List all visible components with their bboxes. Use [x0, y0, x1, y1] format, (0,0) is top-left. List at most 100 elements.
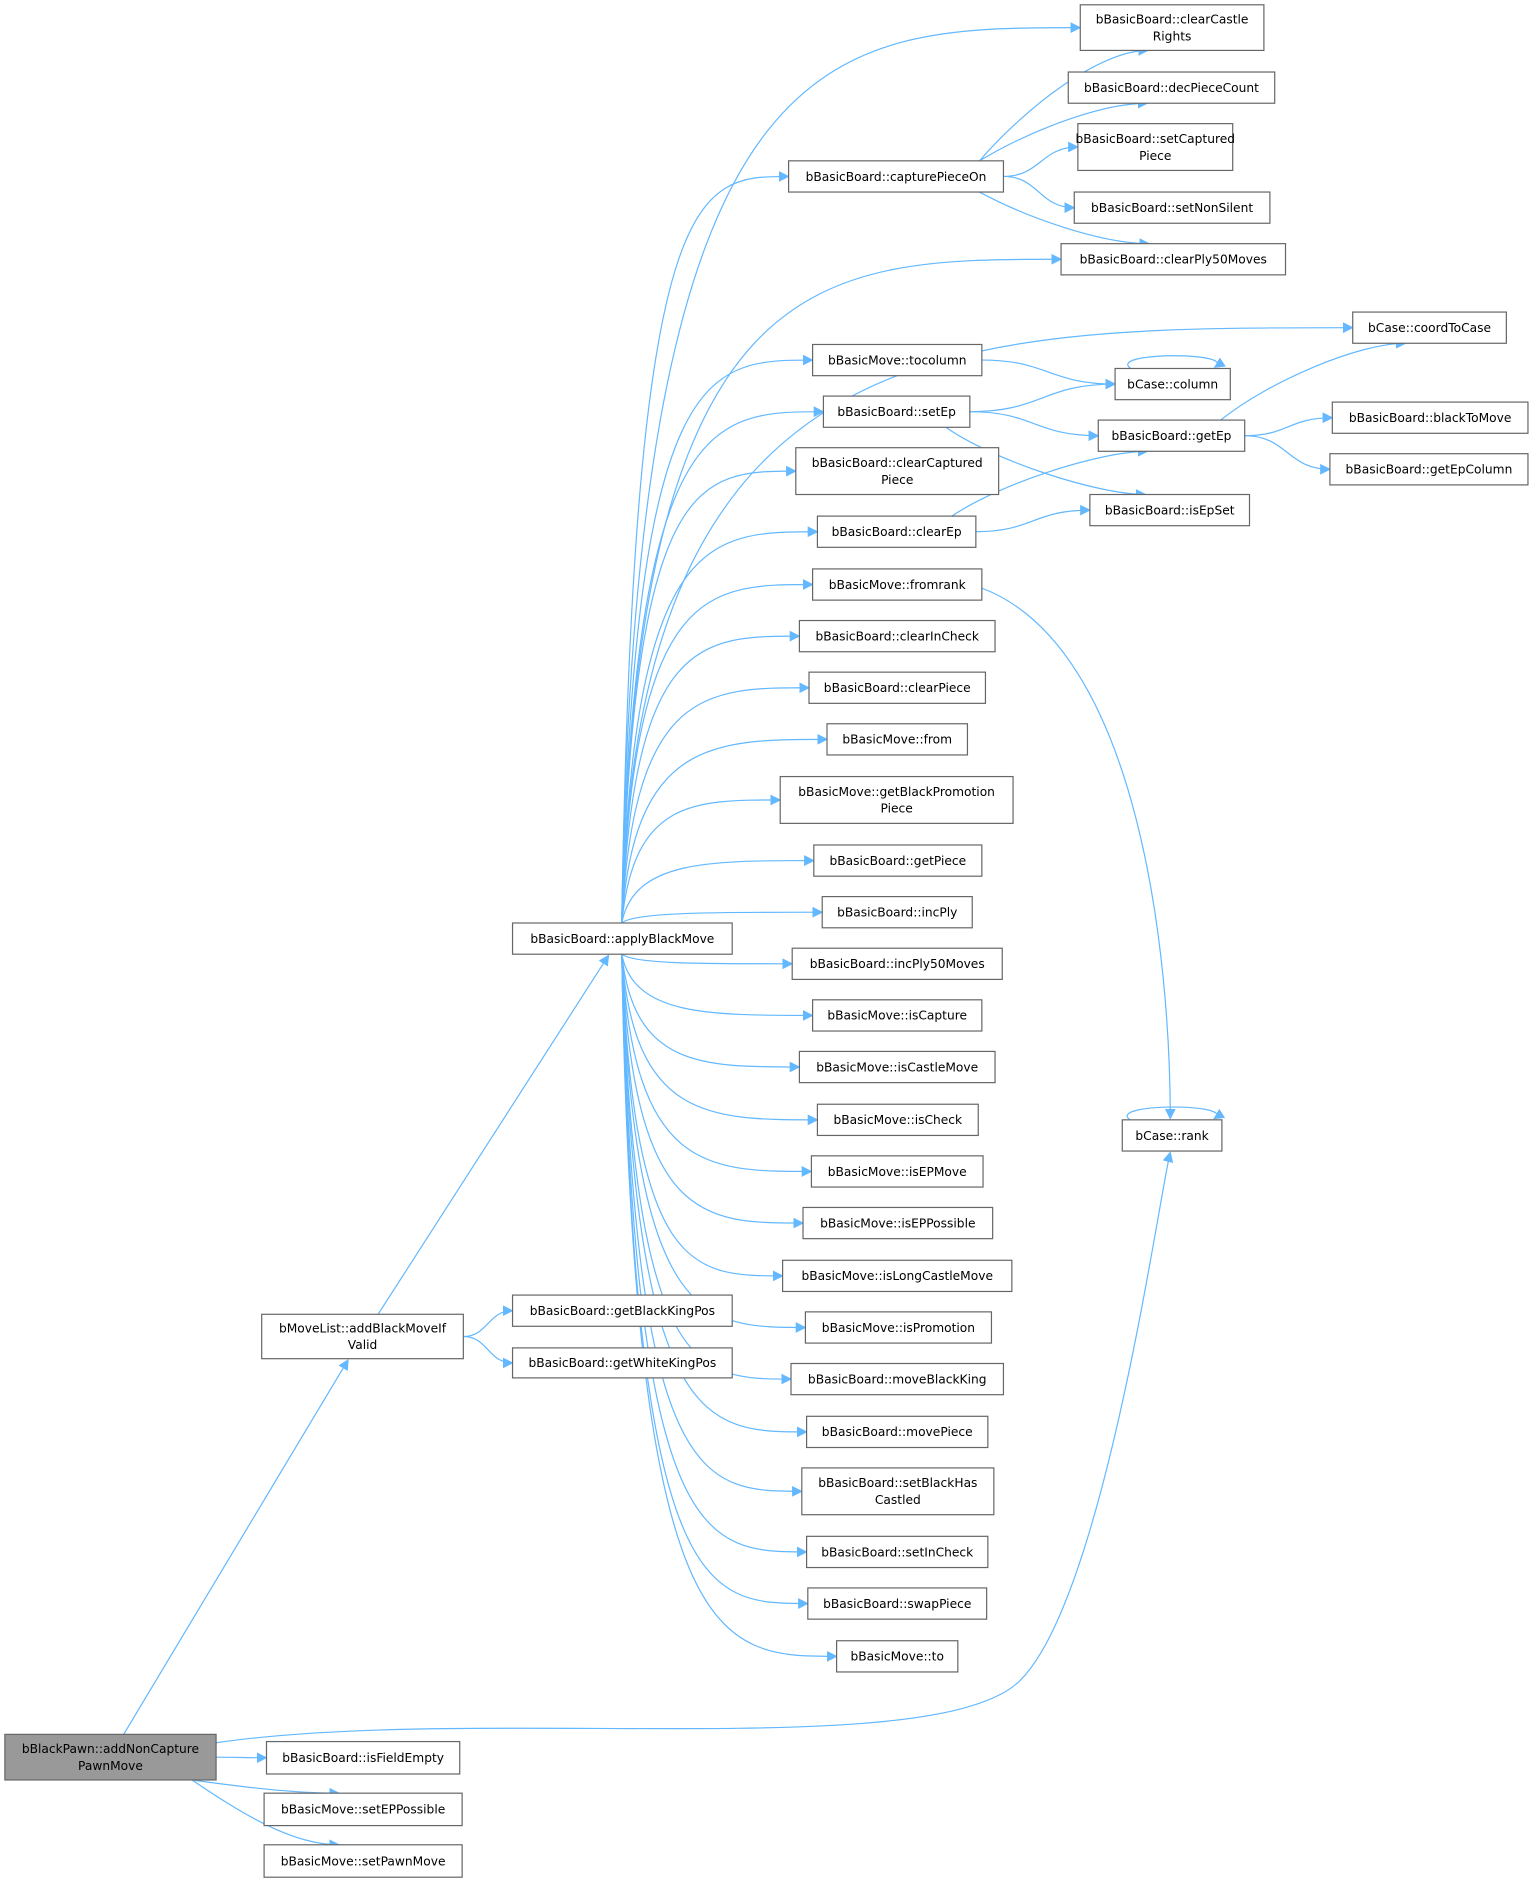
node-tocolumn[interactable]: bBasicMove::tocolumn: [812, 343, 983, 377]
node-label: bBasicBoard::setInCheck: [821, 1545, 974, 1559]
node-get-ep[interactable]: bBasicBoard::getEp: [1097, 419, 1246, 452]
node-label: bBasicBoard::incPly50Moves: [810, 957, 985, 971]
node-set-eppossible[interactable]: bBasicMove::setEPPossible: [263, 1792, 463, 1827]
node-box: [4, 1733, 217, 1781]
edge-apply-black-move-to-tocolumn: [621, 354, 814, 924]
node-box: [790, 1362, 1005, 1396]
node-is-long-castle-move[interactable]: bBasicMove::isLongCastleMove: [782, 1259, 1013, 1293]
node-box: [821, 895, 973, 929]
edge-clear-ep-to-get-ep: [951, 445, 1149, 517]
node-is-promotion[interactable]: bBasicMove::isPromotion: [804, 1311, 993, 1344]
node-get-piece[interactable]: bBasicBoard::getPiece: [813, 844, 983, 877]
node-box: [511, 1294, 733, 1327]
node-apply-black-move[interactable]: bBasicBoard::applyBlackMove: [511, 922, 733, 955]
edge-set-ep-to-get-ep: [969, 411, 1100, 442]
edge-apply-black-move-to-from: [621, 733, 829, 924]
node-is-ep-set[interactable]: bBasicBoard::isEpSet: [1089, 493, 1251, 527]
edge-root-to-rank: [215, 1151, 1174, 1744]
node-capture-piece-on[interactable]: bBasicBoard::capturePieceOn: [788, 160, 1005, 193]
node-label: bBasicMove::to: [850, 1650, 943, 1664]
node-rank[interactable]: bCase::rank: [1121, 1119, 1223, 1152]
edge-root-to-set-eppossible: [191, 1779, 341, 1799]
node-label: bBasicBoard::clearCaptured: [812, 456, 983, 470]
node-label: bBasicMove::setEPPossible: [281, 1803, 445, 1817]
node-to[interactable]: bBasicMove::to: [836, 1640, 959, 1673]
node-box: [511, 1347, 733, 1379]
node-from[interactable]: bBasicMove::from: [826, 723, 969, 756]
node-is-capture[interactable]: bBasicMove::isCapture: [812, 999, 983, 1032]
node-black-to-move[interactable]: bBasicBoard::blackToMove: [1331, 401, 1529, 434]
edge-get-ep-to-get-ep-column: [1244, 435, 1331, 475]
node-box: [1331, 401, 1529, 434]
node-box: [826, 723, 969, 756]
node-clear-ep[interactable]: bBasicBoard::clearEp: [816, 515, 977, 548]
node-is-eppossible[interactable]: bBasicMove::isEPPossible: [802, 1206, 994, 1240]
node-get-white-king-pos[interactable]: bBasicBoard::getWhiteKingPos: [511, 1347, 733, 1379]
node-box: [261, 1313, 464, 1360]
edge-capture-piece-on-to-dec-piece-count: [979, 97, 1149, 162]
node-box: [263, 1792, 463, 1827]
node-fromrank[interactable]: bBasicMove::fromrank: [812, 568, 983, 601]
node-set-non-silent[interactable]: bBasicBoard::setNonSilent: [1073, 191, 1271, 224]
edge-root-to-add-black-move-if-valid: [123, 1358, 349, 1735]
node-label: bBasicMove::tocolumn: [828, 353, 967, 367]
node-label: Piece: [881, 473, 913, 487]
node-get-black-king-pos[interactable]: bBasicBoard::getBlackKingPos: [511, 1294, 733, 1327]
node-box: [1329, 453, 1529, 486]
node-is-castle-move[interactable]: bBasicMove::isCastleMove: [798, 1050, 996, 1084]
node-label: bBasicBoard::swapPiece: [823, 1597, 971, 1611]
node-box: [782, 1259, 1013, 1293]
node-label: bBasicMove::isEPPossible: [820, 1216, 975, 1230]
edge-apply-black-move-to-is-epmove: [621, 954, 813, 1177]
node-coord-to-case[interactable]: bCase::coordToCase: [1352, 311, 1507, 344]
edge-apply-black-move-to-is-castle-move: [621, 954, 801, 1073]
edge-apply-black-move-to-set-in-check: [621, 954, 808, 1558]
node-label: bBasicBoard::setEp: [837, 405, 956, 419]
node-move-black-king[interactable]: bBasicBoard::moveBlackKing: [790, 1362, 1005, 1396]
node-set-ep[interactable]: bBasicBoard::setEp: [822, 395, 971, 428]
node-label: bBasicMove::fromrank: [829, 578, 967, 592]
node-box: [1060, 243, 1287, 276]
node-label: bBasicMove::isCheck: [834, 1113, 964, 1127]
node-get-ep-column[interactable]: bBasicBoard::getEpColumn: [1329, 453, 1529, 486]
node-label: Rights: [1153, 29, 1192, 43]
node-box: [263, 1844, 463, 1878]
node-move-piece[interactable]: bBasicBoard::movePiece: [806, 1415, 989, 1449]
node-label: bBasicBoard::setNonSilent: [1091, 201, 1253, 215]
node-box: [807, 1587, 988, 1620]
node-set-in-check[interactable]: bBasicBoard::setInCheck: [806, 1535, 989, 1569]
node-box: [816, 1103, 979, 1137]
edge-capture-piece-on-to-clear-castle-rights: [978, 45, 1150, 162]
node-box: [812, 999, 983, 1032]
node-swap-piece[interactable]: bBasicBoard::swapPiece: [807, 1587, 988, 1620]
node-label: bBasicBoard::incPly: [837, 906, 957, 920]
node-label: bBasicBoard::isFieldEmpty: [282, 1751, 444, 1765]
node-clear-piece[interactable]: bBasicBoard::clearPiece: [808, 671, 987, 704]
node-clear-in-check[interactable]: bBasicBoard::clearInCheck: [798, 619, 996, 653]
node-box: [802, 1206, 994, 1240]
node-label: bBasicMove::getBlackPromotion: [798, 785, 995, 799]
edge-capture-piece-on-to-set-non-silent: [1003, 175, 1076, 214]
node-inc-ply50-moves[interactable]: bBasicBoard::incPly50Moves: [791, 947, 1003, 981]
node-box: [808, 671, 987, 704]
node-dec-piece-count[interactable]: bBasicBoard::decPieceCount: [1067, 71, 1276, 104]
node-is-epmove[interactable]: bBasicMove::isEPMove: [810, 1155, 984, 1188]
node-column[interactable]: bCase::column: [1114, 367, 1231, 401]
node-is-field-empty[interactable]: bBasicBoard::isFieldEmpty: [265, 1740, 461, 1775]
node-inc-ply[interactable]: bBasicBoard::incPly: [821, 895, 973, 929]
node-box: [511, 922, 733, 955]
edge-rank-to-rank: [1126, 1106, 1226, 1121]
node-clear-ply50-moves[interactable]: bBasicBoard::clearPly50Moves: [1060, 243, 1287, 276]
node-label: Piece: [880, 802, 912, 816]
node-label: Castled: [875, 1493, 921, 1507]
node-label: bBlackPawn::addNonCapture: [22, 1742, 199, 1756]
node-is-check[interactable]: bBasicMove::isCheck: [816, 1103, 979, 1137]
node-set-pawn-move[interactable]: bBasicMove::setPawnMove: [263, 1844, 463, 1878]
